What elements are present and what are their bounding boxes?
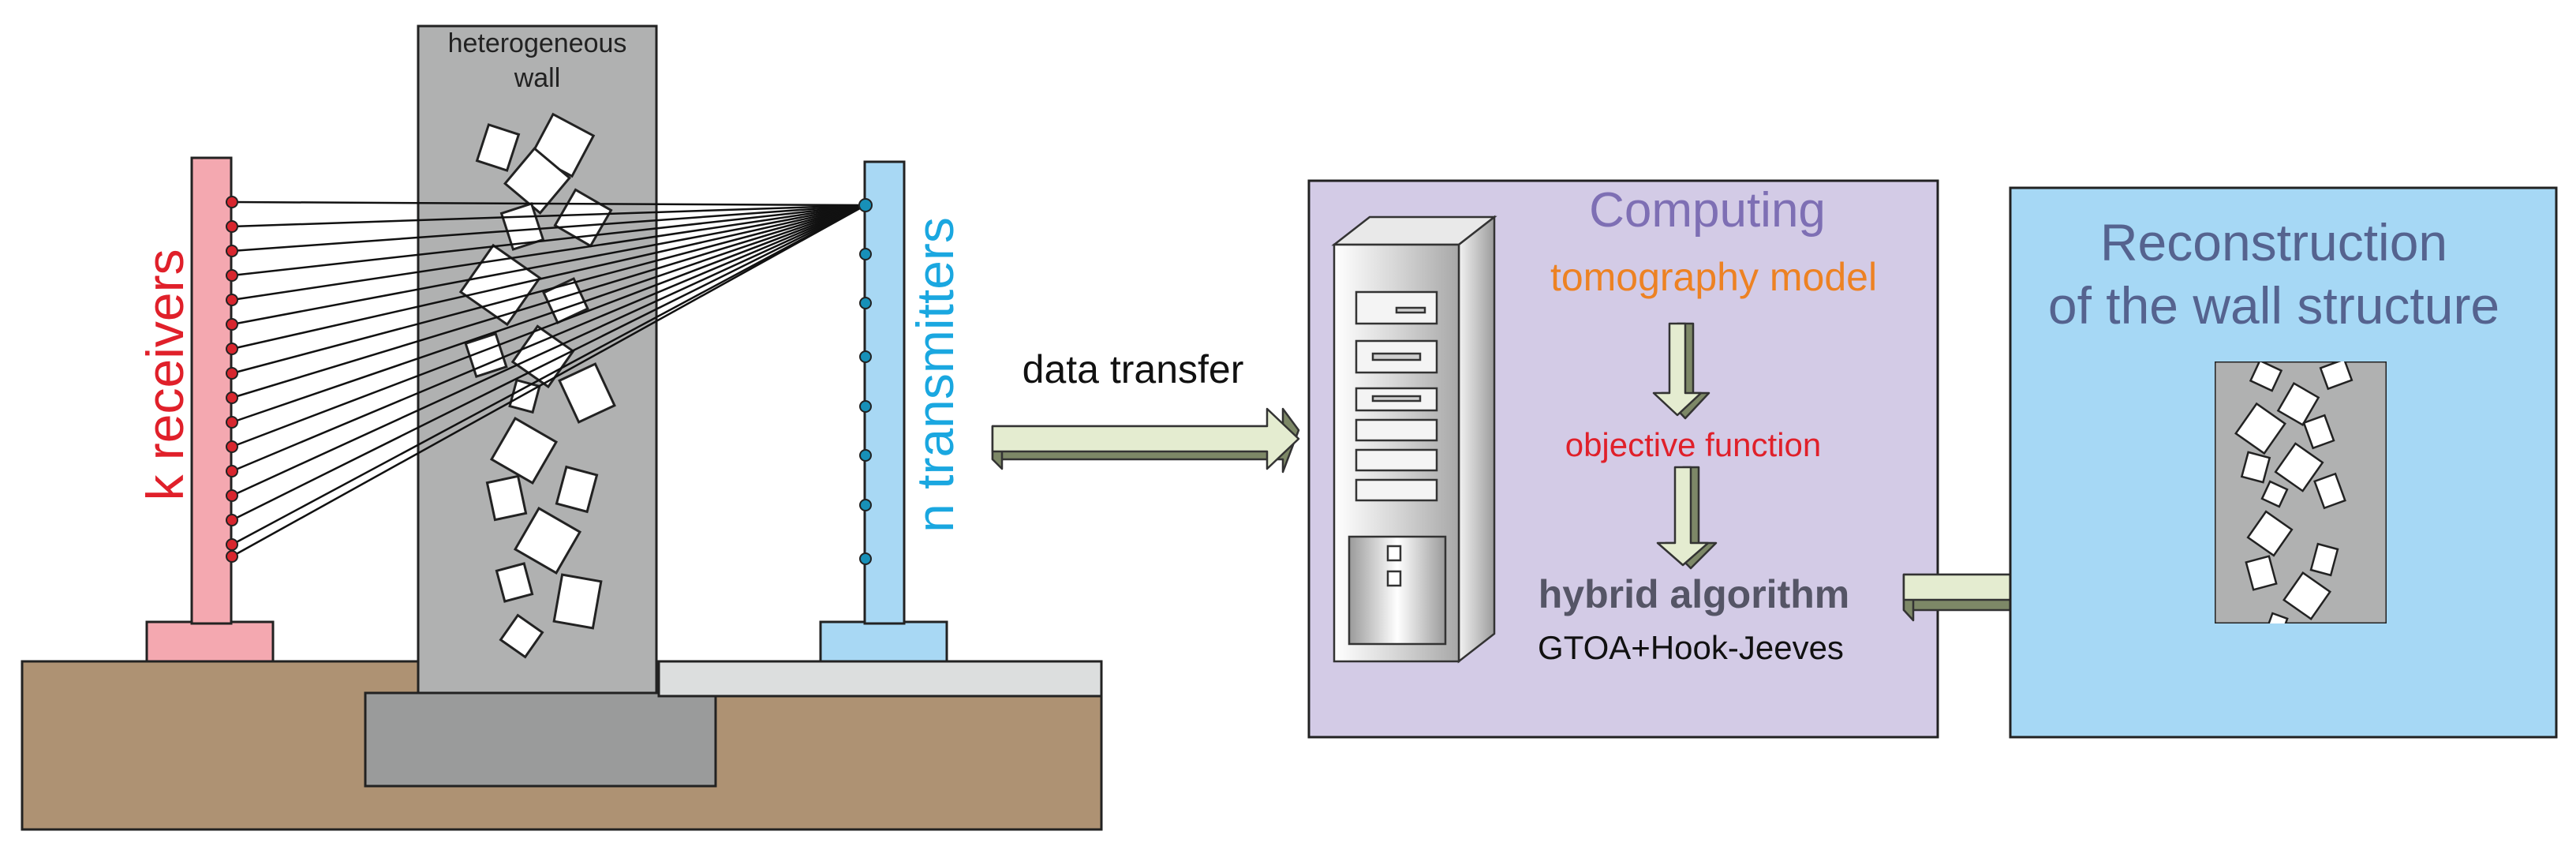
reconstruction-title-line1: Reconstruction xyxy=(2100,213,2447,271)
wall-label-line2: wall xyxy=(514,63,561,93)
computing-panel: Computing tomography model objective fun… xyxy=(1307,179,1939,739)
reconstructed-wall xyxy=(2215,361,2387,623)
wall-label-line1: heterogeneous xyxy=(448,28,627,58)
computing-title: Computing xyxy=(1589,183,1826,238)
hybrid-algorithm-label: hybrid algorithm xyxy=(1538,572,1849,616)
transmitters-label: n transmitters xyxy=(906,217,964,533)
gtoa-hook-jeeves-label: GTOA+Hook-Jeeves xyxy=(1538,629,1844,666)
ray-paths xyxy=(231,200,866,558)
transmitter-nodes xyxy=(858,198,873,565)
computer-tower-icon xyxy=(1331,215,1497,664)
slab xyxy=(657,660,1103,698)
receiver-nodes xyxy=(226,196,238,563)
arrow-down-3d-icon xyxy=(1656,466,1718,570)
arrow-right-3d-icon xyxy=(991,407,1300,474)
reconstruction-title-line2: of the wall structure xyxy=(2048,276,2499,335)
objective-function-label: objective function xyxy=(1565,426,1822,463)
data-transfer-label: data transfer xyxy=(1023,347,1244,391)
foundation xyxy=(364,691,717,788)
transmitter-pole xyxy=(863,160,906,625)
arrow-down-3d-icon xyxy=(1652,322,1710,420)
receiver-pole xyxy=(190,156,233,625)
transmitter-base xyxy=(819,620,948,663)
tomography-model-label: tomography model xyxy=(1550,255,1877,299)
reconstruction-panel: Reconstruction of the wall structure xyxy=(2009,186,2558,739)
measurement-setup: heterogeneous wall xyxy=(21,24,1103,831)
wall-inclusions xyxy=(458,112,616,659)
receiver-base xyxy=(145,620,275,663)
receivers-label: k receivers xyxy=(136,249,194,500)
